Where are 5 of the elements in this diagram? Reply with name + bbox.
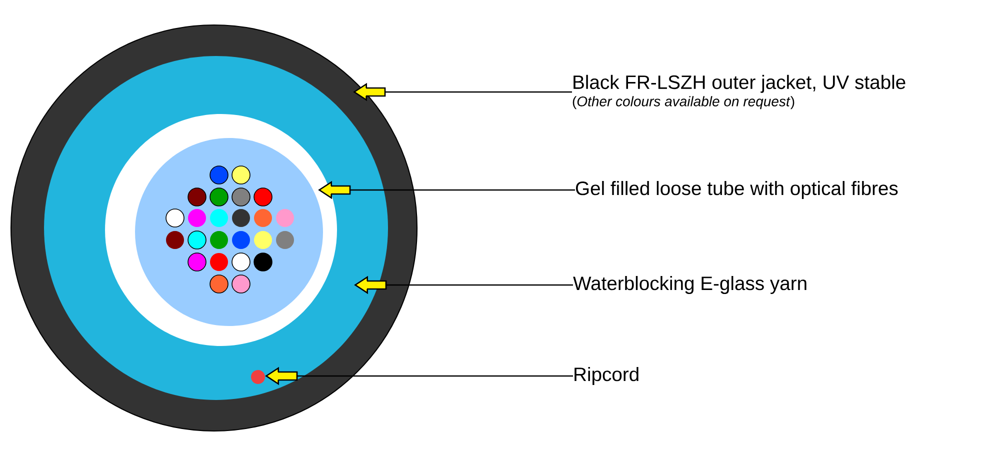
label-text: Gel filled loose tube with optical fibres	[576, 180, 898, 199]
label-text: Ripcord	[574, 366, 638, 385]
label-text: Waterblocking E-glass yarn	[573, 276, 806, 294]
label-text: Black FR-LSZH outer jacket, UV stable (Other colours available on request)	[572, 74, 906, 110]
ripcord-dot	[251, 370, 265, 384]
